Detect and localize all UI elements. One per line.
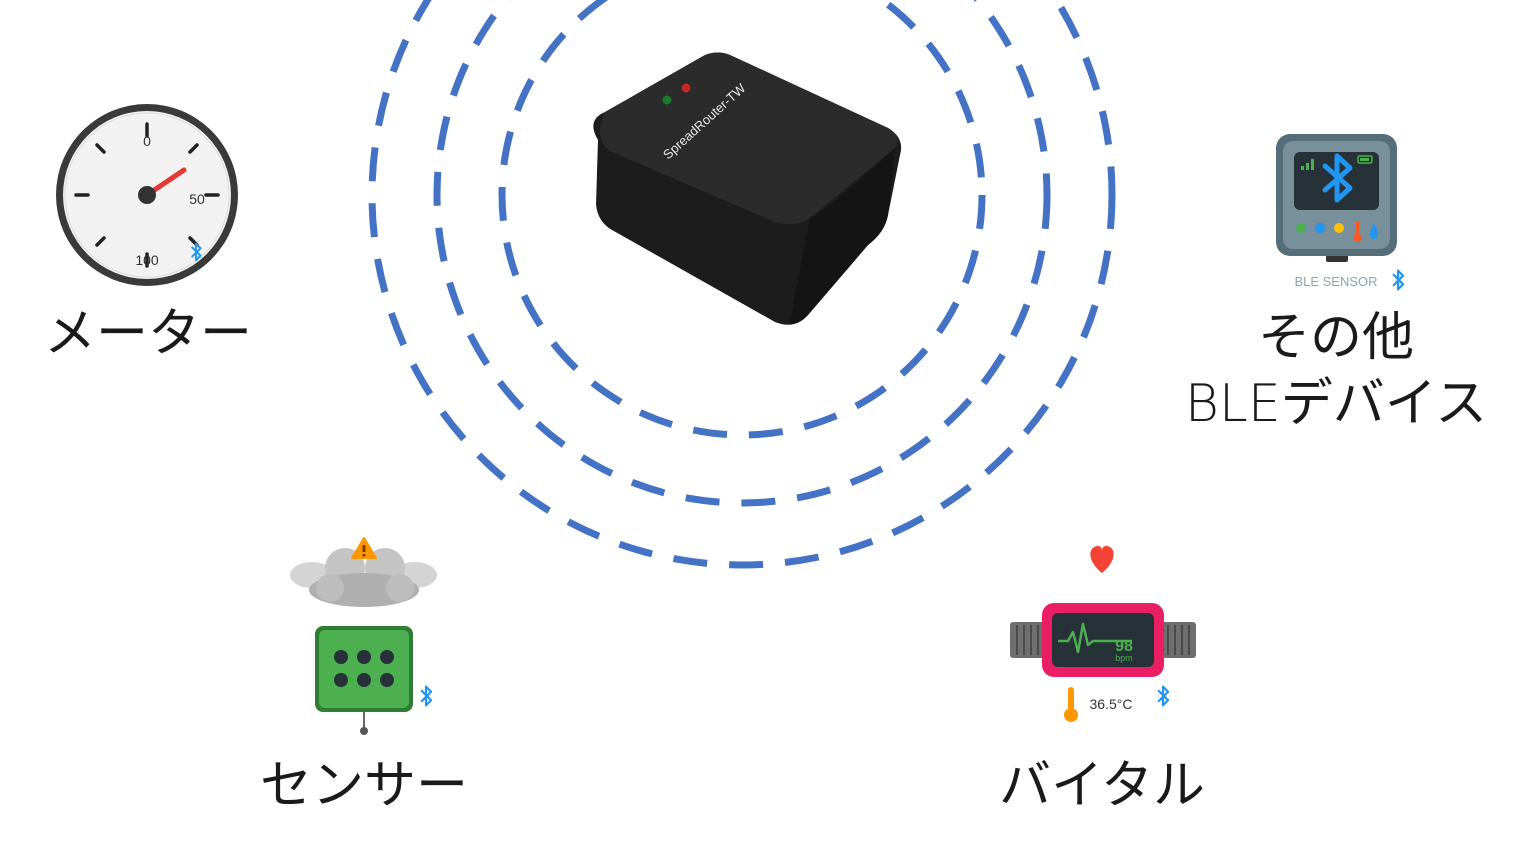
thermometer-icon <box>1356 222 1359 236</box>
bluetooth-icon <box>1157 685 1170 707</box>
other-devices-label-line1: その他 <box>1257 308 1414 368</box>
other-devices-label-line2: BLEデバイス <box>1184 374 1488 434</box>
power-led <box>662 95 672 105</box>
temperature-value: 36.5°C <box>1090 696 1133 712</box>
sensor-label: センサー <box>259 756 468 816</box>
signal-ring-inner <box>498 0 986 439</box>
meter-label: メーター <box>43 304 252 364</box>
gauge-tick-0: 0 <box>143 133 151 149</box>
ble-sensor-badge: BLE SENSOR <box>1294 274 1377 289</box>
gauge-tick-100: 100 <box>135 252 159 268</box>
status-led <box>681 83 691 93</box>
heart-rate-unit: bpm <box>1115 653 1133 663</box>
heart-icon <box>1090 545 1114 573</box>
ble-sensor-icon <box>1276 134 1397 262</box>
signal-ring-middle <box>433 0 1051 507</box>
bluetooth-icon <box>1392 269 1405 291</box>
gauge-icon: 0 50 100 <box>56 104 238 286</box>
bluetooth-icon <box>420 685 433 707</box>
signal-ring-outer <box>368 0 1116 569</box>
gauge-tick-50: 50 <box>189 191 205 207</box>
thermometer-icon <box>1064 687 1078 722</box>
warning-icon <box>351 537 377 559</box>
wristband-icon: 98 bpm <box>1010 603 1196 677</box>
router-device: SpreadRouter-TW <box>593 52 902 325</box>
heart-rate-value: 98 <box>1115 638 1133 655</box>
vital-label: バイタル <box>999 756 1205 816</box>
sensor-icon <box>315 626 433 735</box>
signal-rings <box>368 0 1116 569</box>
